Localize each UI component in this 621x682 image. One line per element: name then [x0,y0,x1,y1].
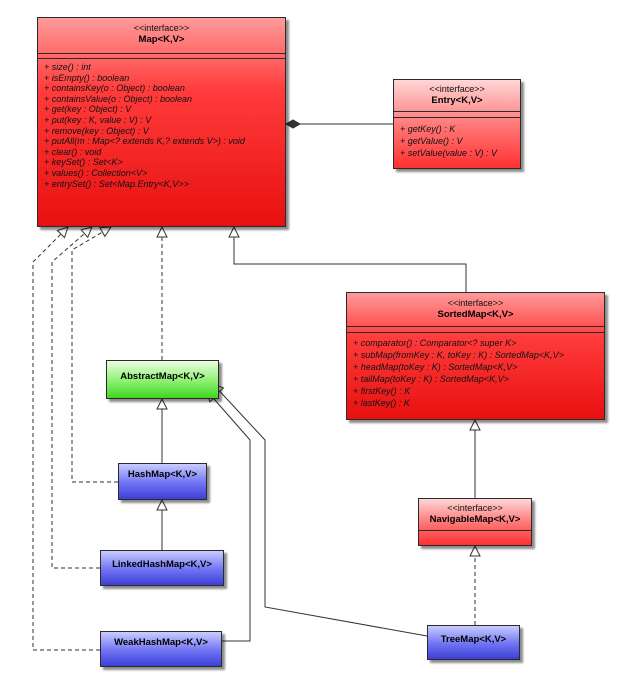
navigablemap-class-name: NavigableMap<K,V> [429,514,521,525]
sortedmap-operation: + tailMap(toKey : K) : SortedMap<K,V> [353,374,509,384]
map-stereotype: <<interface>> [133,23,190,33]
map-operation: + putAll(m : Map<? extends K,? extends V… [44,136,245,147]
abstractmap-class-name: AbstractMap<K,V> [120,371,205,382]
map-operation: + put(key : K, value : V) : V [44,114,152,125]
hashmap-class-box: HashMap<K,V> [118,463,207,500]
map-operation: + size() : int [44,62,91,72]
sortedmap-interface-box: <<interface>> SortedMap<K,V> + comparato… [346,292,605,420]
sortedmap-class-name: SortedMap<K,V> [437,309,514,320]
map-operation: + remove(key : Object) : V [44,125,149,136]
treemap-class-box: TreeMap<K,V> [427,625,520,660]
map-operation: + clear() : void [44,146,102,157]
map-operation: + isEmpty() : boolean [44,72,130,83]
map-operation: + values() : Collection<V> [44,167,148,178]
sortedmap-stereotype: <<interface>> [447,298,504,308]
entry-operations: + getKey() : K + getValue() : V + setVal… [394,118,520,159]
map-interface-header: <<interface>> Map<K,V> [38,18,285,54]
entry-attributes-compartment [394,112,520,118]
treemap-extends-abstractmap [213,384,428,637]
sortedmap-interface-header: <<interface>> SortedMap<K,V> [347,293,604,327]
hashmap-implements-map [71,227,118,483]
abstractmap-class-box: AbstractMap<K,V> [106,360,219,399]
weakhashmap-class-box: WeakHashMap<K,V> [100,631,222,667]
sortedmap-operation: + firstKey() : K [353,386,411,396]
navigablemap-stereotype: <<interface>> [447,503,503,513]
map-operation: + get(key : Object) : V [44,104,132,115]
map-operation: + containsValue(o : Object) : boolean [44,93,193,104]
sortedmap-operation: + comparator() : Comparator<? super K> [353,338,517,348]
sortedmap-operation: + lastKey() : K [353,398,410,408]
entry-operation: + getKey() : K [400,124,456,134]
entry-class-name: Entry<K,V> [431,95,483,106]
map-operations: + size() : int + isEmpty() : boolean + c… [38,59,285,189]
hashmap-class-name: HashMap<K,V> [127,469,198,480]
weakhashmap-extends-abstractmap [207,391,251,642]
navigablemap-interface-box: <<interface>> NavigableMap<K,V> [418,498,532,546]
map-operation: + keySet() : Set<K> [44,157,123,168]
sortedmap-extends-map [234,227,467,292]
treemap-class-name: TreeMap<K,V> [440,634,507,645]
entry-stereotype: <<interface>> [429,84,485,94]
sortedmap-operations: + comparator() : Comparator<? super K> +… [347,333,604,409]
entry-interface-box: <<interface>> Entry<K,V> + getKey() : K … [393,79,521,169]
entry-operation: + setValue(value : V) : V [400,148,497,158]
map-class-name: Map<K,V> [138,34,185,45]
entry-interface-header: <<interface>> Entry<K,V> [394,80,520,112]
map-interface-box: <<interface>> Map<K,V> + size() : int + … [37,17,286,227]
navigablemap-interface-header: <<interface>> NavigableMap<K,V> [419,499,531,531]
linkedhashmap-class-box: LinkedHashMap<K,V> [100,550,224,586]
sortedmap-operation: + headMap(toKey : K) : SortedMap<K,V> [353,362,518,372]
map-attributes-compartment [38,54,285,59]
sortedmap-operation: + subMap(fromKey : K, toKey : K) : Sorte… [353,350,564,360]
weakhashmap-implements-map [32,227,100,651]
entry-operation: + getValue() : V [400,136,463,146]
linkedhashmap-class-name: LinkedHashMap<K,V> [112,558,212,570]
linkedhashmap-implements-map [51,227,100,569]
map-operation: + entrySet() : Set<Map.Entry<K,V>> [44,178,189,189]
weakhashmap-class-name: WeakHashMap<K,V> [114,636,208,648]
sortedmap-attributes-compartment [347,327,604,333]
map-operation: + containsKey(o : Object) : boolean [44,83,185,94]
